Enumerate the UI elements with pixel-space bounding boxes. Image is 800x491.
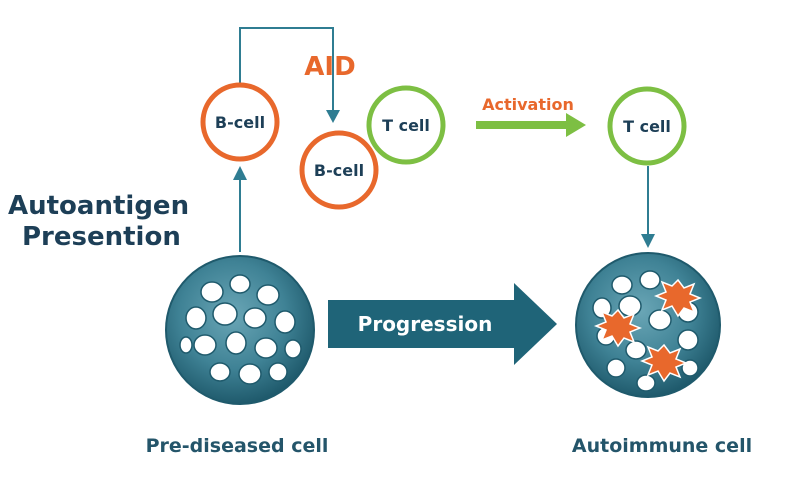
autoantigen-label-line2: Presention (22, 222, 181, 252)
b-cell-circle-1: B-cell (200, 82, 280, 162)
b-cell-circle-2: B-cell (299, 130, 379, 210)
activation-arrow (476, 113, 586, 137)
aid-label: AID (304, 52, 355, 82)
b-cell-label-1: B-cell (215, 113, 265, 132)
autoimmune-cell (575, 252, 721, 398)
b-cell-label-2: B-cell (314, 161, 364, 180)
t-cell-circle-2: T cell (607, 86, 687, 166)
pre-diseased-cell (165, 255, 315, 405)
autoimmune-label: Autoimmune cell (572, 435, 752, 457)
pre-diseased-label: Pre-diseased cell (146, 435, 329, 457)
t-cell-label-1: T cell (382, 116, 430, 135)
autoantigen-label-line1: Autoantigen (8, 191, 189, 221)
damage-bursts (593, 278, 703, 383)
t-cell-to-autoimmune-arrow (641, 166, 655, 248)
aid-connector (239, 27, 340, 123)
t-cell-label-2: T cell (623, 117, 671, 136)
progression-label: Progression (358, 312, 493, 336)
presentation-arrow (233, 166, 247, 252)
t-cell-circle-1: T cell (366, 85, 446, 165)
activation-label: Activation (482, 95, 574, 114)
progression-arrow (328, 283, 557, 365)
